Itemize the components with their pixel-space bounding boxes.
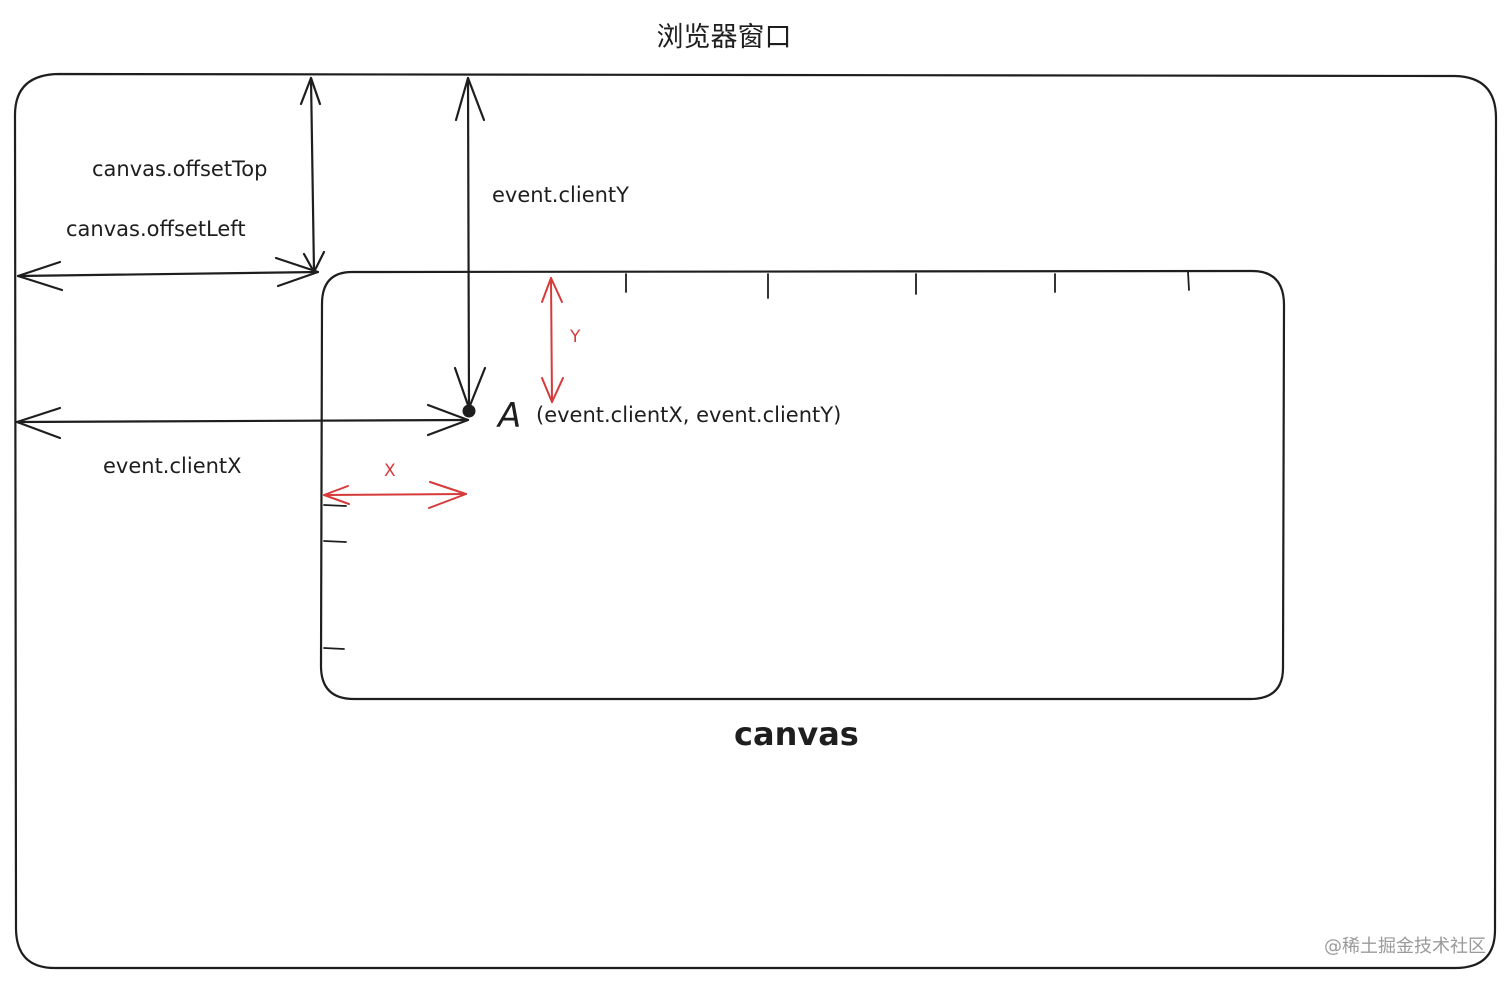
client-x-arrow <box>15 403 470 440</box>
local-y-arrow <box>541 277 564 403</box>
local-y-label: Y <box>569 327 581 347</box>
point-a-label: A <box>496 396 521 436</box>
canvas-top-ticks <box>625 271 1190 299</box>
offset-top-label: canvas.offsetTop <box>92 157 268 181</box>
offset-left-arrow <box>16 256 320 292</box>
point-a-dot <box>462 404 476 418</box>
client-y-label: event.clientY <box>492 183 629 207</box>
offset-top-arrow <box>299 76 326 274</box>
canvas-left-ticks <box>323 504 347 650</box>
client-y-arrow <box>453 76 487 410</box>
window-title: 浏览器窗口 <box>657 22 792 53</box>
canvas-label: canvas <box>734 715 859 753</box>
canvas-frame <box>319 269 1286 701</box>
client-x-label: event.clientX <box>103 454 242 478</box>
point-a-coords: (event.clientX, event.clientY) <box>536 403 841 427</box>
offset-left-label: canvas.offsetLeft <box>66 217 246 241</box>
local-x-arrow <box>323 481 467 509</box>
watermark: @稀土掘金技术社区 <box>1324 936 1486 957</box>
local-x-label: X <box>384 461 396 481</box>
browser-window-frame <box>13 72 1498 970</box>
